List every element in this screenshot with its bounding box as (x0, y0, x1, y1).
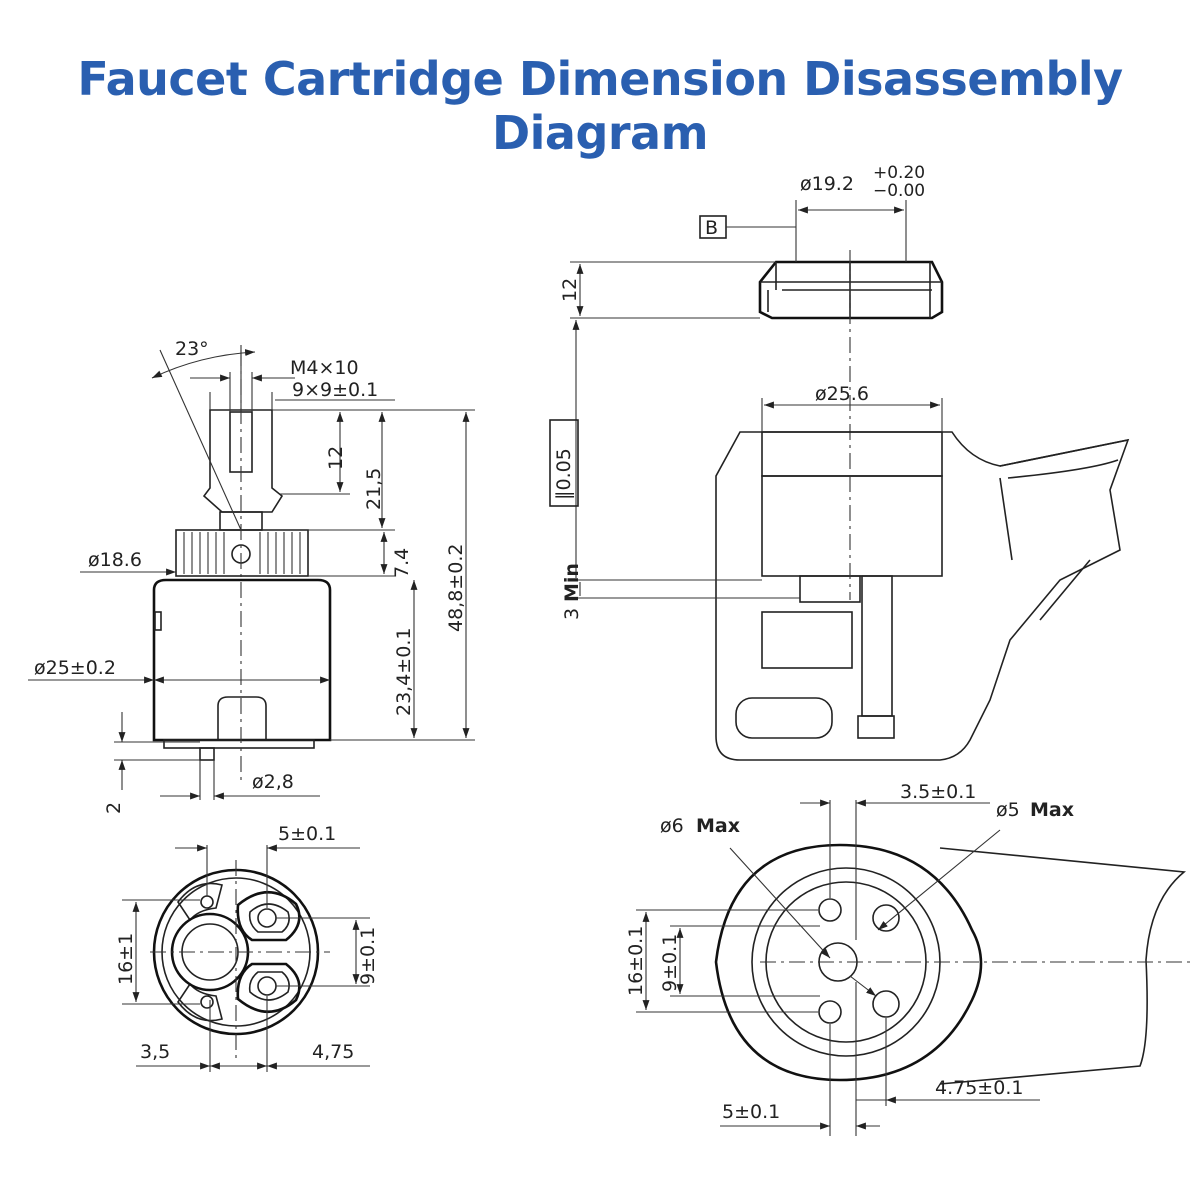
cap-diameter-label: ø19.2 (800, 173, 854, 195)
locating-pin (199, 747, 215, 761)
cap-tolerance-minus: −0.00 (873, 181, 925, 201)
page-title: Faucet Cartridge Dimension Disassembly D… (77, 52, 1123, 160)
left-offset-label: 3,5 (140, 1041, 170, 1063)
gear-height-label: 7.4 (391, 548, 413, 578)
spline-label: 9×9±0.1 (292, 379, 378, 401)
outlet-channel (861, 575, 893, 717)
cap-tolerance-plus: +0.20 (873, 163, 925, 183)
body-height-label: 23,4±0.1 (393, 628, 415, 716)
min-depth-value: 3 (561, 608, 583, 620)
thread-label: M4×10 (290, 357, 359, 379)
hole-offset-label: 5±0.1 (278, 823, 336, 845)
pin-height-label: 2 (103, 802, 125, 814)
body-notch (217, 696, 267, 740)
body-diameter-label: ø25±0.2 (34, 657, 116, 679)
gear-shape (175, 529, 309, 577)
spacing-top-label: 3.5±0.1 (900, 781, 976, 803)
stem-total-label: 21,5 (363, 468, 385, 510)
cap-height-label: 12 (559, 278, 581, 302)
bore-diameter-label: ø25.6 (815, 383, 869, 405)
stem-height-label: 12 (325, 446, 347, 470)
hole-large-label: ø6 (660, 815, 684, 837)
hole-small-max: Max (1030, 799, 1074, 821)
body-seal (163, 739, 315, 749)
angle-label: 23° (175, 338, 209, 360)
cartridge-side-view: 23° M4×10 9×9±0.1 12 21,5 7.4 23,4±0.1 4… (28, 338, 475, 814)
inlet-cavity (761, 611, 853, 669)
housing-section: ø25.6 ∥0.05 3 Min (549, 320, 1130, 761)
right-offset-label: 4,75 (312, 1041, 354, 1063)
pin-diameter-label: ø2,8 (252, 771, 294, 793)
gear-teeth (183, 532, 301, 574)
offset-right-label: 4.75±0.1 (935, 1077, 1023, 1099)
hole-small-label: ø5 (996, 799, 1020, 821)
stem-shape (202, 409, 284, 513)
base-height-inner-label: 9±0.1 (659, 934, 681, 992)
housing-base-view: 3.5±0.1 ø6 Max ø5 Max 16±0.1 9±0.1 4.75±… (625, 781, 1190, 1136)
base-height-outer-label: 16±0.1 (625, 926, 647, 996)
bottom-height-inner-label: 9±0.1 (357, 927, 379, 985)
offset-left-label: 5±0.1 (722, 1101, 780, 1123)
bottom-height-outer-label: 16±1 (115, 933, 137, 985)
cartridge-bottom-view: 5±0.1 16±1 9±0.1 3,5 4,75 (115, 823, 379, 1072)
gear-diameter-label: ø18.6 (88, 549, 142, 571)
min-depth-unit: Min (561, 563, 583, 602)
parallelism-label: ∥0.05 (553, 448, 575, 500)
retaining-cap: ø19.2 +0.20 −0.00 B 12 (559, 163, 944, 470)
hole-large-max: Max (696, 815, 740, 837)
total-height-label: 48,8±0.2 (445, 544, 467, 632)
cartridge-body (152, 578, 332, 742)
datum-label: B (705, 217, 718, 239)
